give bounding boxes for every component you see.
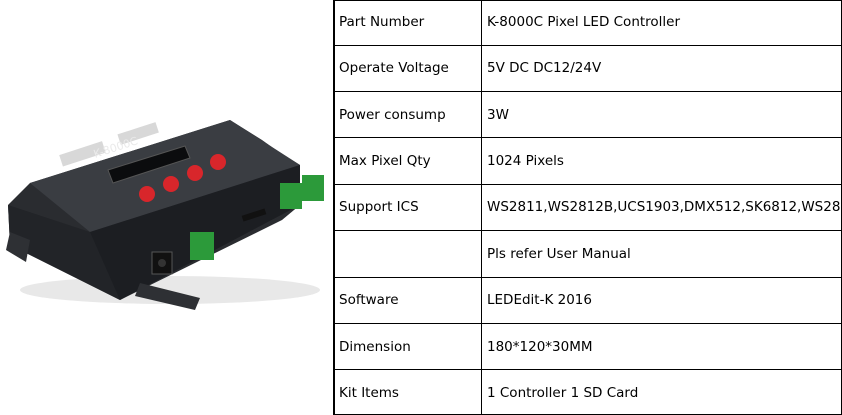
spec-label: Support ICS [334,183,482,232]
spec-value: LEDEdit-K 2016 [481,276,842,324]
spec-value: 3W [481,90,842,139]
spec-label: Software [334,276,482,324]
spec-value: 1024 Pixels [481,137,842,185]
spec-value: Pls refer User Manual [481,230,842,278]
button-red-3-icon [187,165,203,181]
mount-flange-front [135,283,200,310]
button-red-2-icon [163,176,179,192]
spec-value: 5V DC DC12/24V [481,44,842,92]
terminal-block-3-icon [190,232,214,260]
spec-label: Operate Voltage [334,44,482,92]
spec-label: Kit Items [334,369,482,415]
lcd-display [107,145,191,184]
button-red-1-icon [139,186,155,202]
spec-value: 1 Controller 1 SD Card [481,369,842,415]
device-top-face [30,120,300,232]
spec-row: Pls refer User Manual [334,230,842,278]
spec-label: Dimension [334,322,482,371]
device-left-face [8,205,120,300]
spec-label: Part Number [334,0,482,46]
spec-value: 180*120*30MM [481,322,842,371]
top-label-plate-2 [117,122,159,145]
spec-label: Power consump [334,90,482,139]
button-red-4-icon [210,154,226,170]
product-photo-cell: K-8000C [0,0,334,415]
controller-device-image: K-8000C [6,120,324,310]
top-label-plate [59,141,106,167]
spec-label [334,230,482,278]
terminal-block-2-icon [302,175,324,201]
sd-card-slot-icon [241,208,267,222]
terminal-block-1-icon [280,183,302,209]
spec-label: Max Pixel Qty [334,137,482,185]
mount-flange-left [6,232,30,262]
spec-value: WS2811,WS2812B,UCS1903,DMX512,SK6812,WS2… [481,183,842,232]
spec-value: K-8000C Pixel LED Controller [481,0,842,46]
